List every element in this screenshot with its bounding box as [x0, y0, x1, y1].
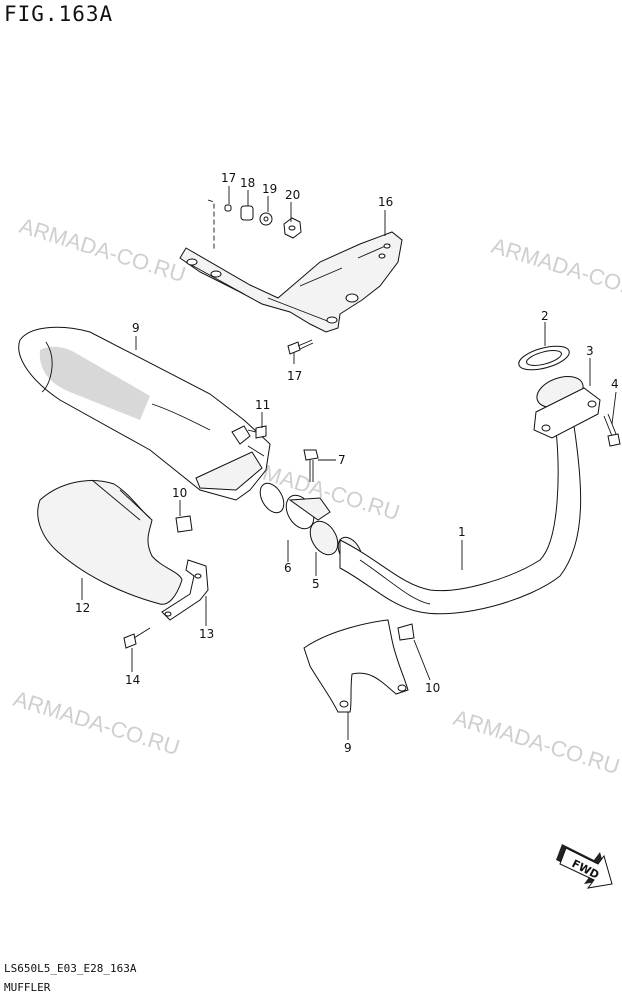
- callout-10a: 10: [172, 486, 187, 500]
- callout-19: 19: [262, 182, 277, 196]
- callout-10b: 10: [425, 681, 440, 695]
- callout-3: 3: [586, 344, 594, 358]
- callout-15: 16: [378, 195, 393, 209]
- callout-7: 7: [338, 453, 346, 467]
- bolt-11: [247, 425, 267, 439]
- callout-5: 5: [312, 577, 320, 591]
- callout-9: 9: [344, 741, 352, 755]
- leader-lines: [81, 186, 617, 740]
- bracket-13: [161, 559, 209, 621]
- watermark: ARMADA-CO.RU: [11, 686, 183, 760]
- gasket-2: [518, 345, 570, 371]
- heat-shield-12: [37, 479, 183, 605]
- callout-14: 14: [125, 673, 140, 687]
- watermark: ARMADA-CO.RU: [489, 233, 622, 307]
- flange-3: [533, 375, 601, 439]
- callout-8: 9: [132, 321, 140, 335]
- callout-numbers: 17 18 19 20 16 17 9 11 7 10 12 13 14 6 5…: [75, 171, 619, 755]
- exhaust-pipe: [339, 425, 582, 615]
- callout-11: 11: [255, 398, 270, 412]
- callout-18: 18: [240, 176, 255, 190]
- watermark: ARMADA-CO.RU: [17, 213, 189, 287]
- bolt-14: [123, 627, 151, 649]
- watermark: ARMADA-CO.RU: [451, 705, 622, 779]
- callout-13: 13: [199, 627, 214, 641]
- callout-17: 17: [221, 171, 236, 185]
- small-fasteners: [224, 204, 302, 239]
- collar-18: [240, 205, 254, 221]
- washer-17: [224, 204, 232, 212]
- muffler: [18, 326, 271, 501]
- callout-1: 1: [458, 525, 466, 539]
- callout-4: 4: [611, 377, 619, 391]
- bolt-16: [287, 339, 314, 355]
- figure-title: FIG.163A: [4, 2, 114, 26]
- callout-12: 12: [75, 601, 90, 615]
- footrest-bracket: [179, 231, 403, 333]
- pads-10: [175, 515, 415, 641]
- figure-name: MUFFLER: [4, 981, 51, 994]
- bolt-7: [303, 449, 319, 482]
- callout-20: 20: [285, 188, 300, 202]
- figure-code: LS650L5_E03_E28_163A: [4, 962, 137, 975]
- heat-shield-9: [303, 619, 409, 713]
- callout-6: 6: [284, 561, 292, 575]
- callout-2: 2: [541, 309, 549, 323]
- forward-arrow-icon: FWD: [556, 844, 613, 889]
- stud-4: [603, 413, 621, 447]
- callout-16: 17: [287, 369, 302, 383]
